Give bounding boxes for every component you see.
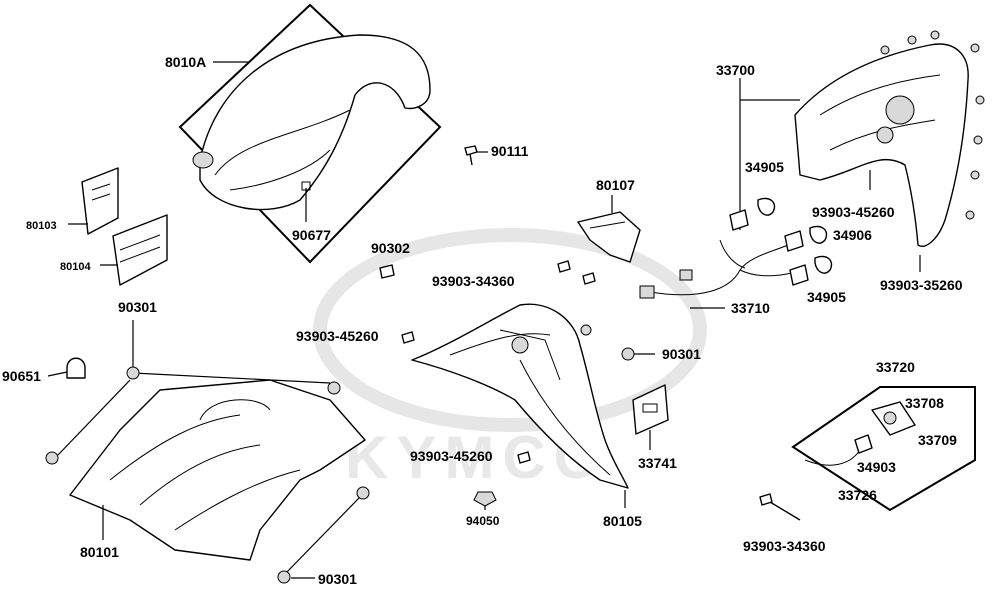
clamp bbox=[66, 357, 86, 379]
label-bracket: 80107 bbox=[596, 177, 635, 193]
socket-c bbox=[789, 264, 809, 286]
label-bulb-c: 34905 bbox=[807, 289, 846, 305]
label-harness: 33710 bbox=[731, 300, 770, 316]
callout-labels: 8010A 90677 80103 80104 90111 90302 9030… bbox=[2, 54, 963, 587]
socket-b bbox=[784, 230, 804, 252]
label-taillight: 33700 bbox=[716, 62, 755, 78]
rear-fender bbox=[199, 34, 431, 211]
plates-group bbox=[68, 167, 168, 286]
label-screw-bracket: 93903-34360 bbox=[432, 273, 515, 289]
label-bulb-b: 34906 bbox=[833, 227, 872, 243]
undertray-group bbox=[45, 357, 370, 584]
label-screw-bottom-right: 93903-34360 bbox=[743, 538, 826, 554]
label-bulb-a: 34905 bbox=[745, 159, 784, 175]
taillight-group bbox=[739, 43, 969, 272]
label-screw-top: 90111 bbox=[491, 143, 529, 159]
label-small-bulb: 34903 bbox=[857, 459, 896, 475]
nut-94050 bbox=[473, 491, 497, 507]
kymco-watermark: KYMCO bbox=[313, 228, 707, 491]
taillight bbox=[794, 43, 969, 247]
label-fender: 8010A bbox=[165, 54, 206, 70]
lamp-wire bbox=[804, 449, 861, 466]
bulb-a bbox=[757, 197, 776, 216]
label-lamp-wire: 33726 bbox=[838, 487, 877, 503]
rear-fender-group bbox=[178, 3, 442, 264]
label-clamp: 90651 bbox=[2, 368, 41, 384]
label-undertray: 80101 bbox=[80, 544, 119, 560]
plate-lower bbox=[112, 214, 168, 286]
license-light-group bbox=[759, 386, 976, 521]
fender-box bbox=[178, 3, 442, 264]
license-light-box bbox=[791, 386, 976, 512]
label-washer-left-top: 90301 bbox=[118, 299, 157, 315]
label-clip-left: 90302 bbox=[371, 240, 410, 256]
bulb-c bbox=[814, 255, 833, 274]
label-license-light: 33720 bbox=[876, 359, 915, 375]
label-plate-upper: 80103 bbox=[26, 220, 57, 232]
socket-a bbox=[729, 209, 749, 231]
undertray bbox=[69, 379, 366, 561]
fender-bolt bbox=[192, 151, 214, 169]
label-nut: 94050 bbox=[466, 514, 500, 528]
washer-right bbox=[327, 381, 341, 395]
rear-holder bbox=[411, 303, 629, 489]
label-plate-lower: 80104 bbox=[60, 261, 91, 273]
rear-holder-group bbox=[411, 303, 629, 510]
screws-middle bbox=[401, 260, 655, 464]
screw-bracket bbox=[557, 260, 571, 273]
label-screw-tail-side: 93903-35260 bbox=[880, 277, 963, 293]
screw-top bbox=[464, 145, 478, 166]
small-bulb bbox=[854, 434, 873, 454]
screw-low bbox=[517, 451, 531, 464]
label-lens: 33708 bbox=[905, 395, 944, 411]
harness-group bbox=[639, 197, 833, 309]
washer-left-top bbox=[126, 366, 140, 380]
label-screw-tail: 93903-45260 bbox=[812, 204, 895, 220]
bracket bbox=[577, 211, 641, 263]
washer-bottom bbox=[277, 570, 291, 584]
clip-left bbox=[379, 264, 395, 279]
label-washer-mid: 90301 bbox=[662, 346, 701, 362]
connector bbox=[639, 285, 655, 299]
label-socket: 33709 bbox=[918, 432, 957, 448]
label-rear-holder: 80105 bbox=[603, 513, 642, 529]
label-washer-bottom: 90301 bbox=[318, 571, 357, 587]
reflector bbox=[632, 384, 669, 435]
label-screw-low: 93903-45260 bbox=[410, 448, 493, 464]
nut-bottom bbox=[356, 486, 370, 500]
edge-screws bbox=[880, 30, 985, 220]
washer-mid bbox=[621, 347, 635, 361]
label-fender-bolt: 90677 bbox=[292, 227, 331, 243]
bulb-b bbox=[809, 225, 828, 244]
screw-bottom-right bbox=[759, 493, 801, 521]
reflector-group bbox=[632, 384, 669, 450]
label-reflector: 33741 bbox=[638, 455, 677, 471]
harness bbox=[649, 239, 801, 296]
screw-mid bbox=[401, 331, 415, 344]
bracket-group bbox=[577, 195, 641, 263]
washer-left-bottom bbox=[45, 451, 59, 465]
label-screw-mid: 93903-45260 bbox=[296, 328, 379, 344]
